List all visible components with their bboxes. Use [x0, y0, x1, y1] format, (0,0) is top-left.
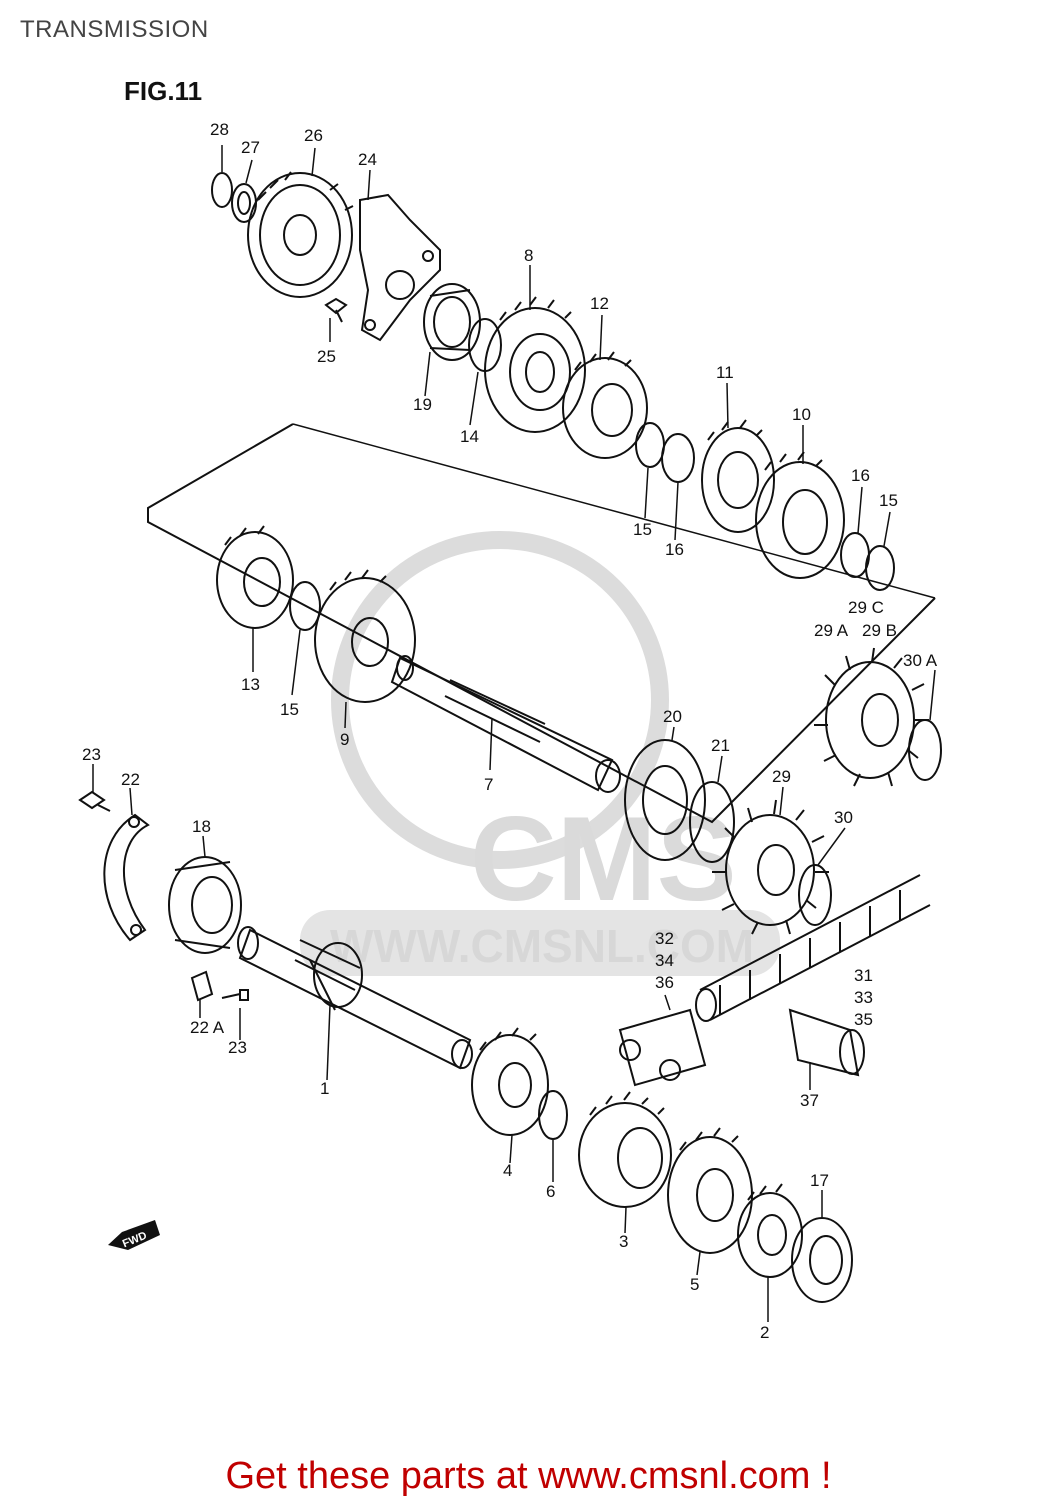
gear-11	[701, 419, 775, 533]
callout-29: 29	[772, 767, 791, 786]
sprocket-30a	[814, 647, 929, 787]
callout-14: 14	[460, 427, 479, 446]
callout-12: 12	[590, 294, 609, 313]
callout-24: 24	[358, 150, 377, 169]
callout-16-right: 16	[851, 466, 870, 485]
gear-10	[755, 451, 845, 579]
ring-16-upper	[661, 433, 695, 483]
callout-23-bottom: 23	[228, 1038, 247, 1057]
bearing-18	[168, 856, 242, 954]
gear-8	[484, 296, 586, 433]
callout-33: 33	[854, 988, 873, 1007]
callout-9: 9	[340, 730, 349, 749]
callout-21: 21	[711, 736, 730, 755]
callout-2: 2	[760, 1323, 769, 1342]
callout-4: 4	[503, 1161, 512, 1180]
gear-13	[216, 525, 294, 629]
callout-15-left: 15	[280, 700, 299, 719]
callout-6: 6	[546, 1182, 555, 1201]
callout-32: 32	[655, 929, 674, 948]
callout-29a: 29 A	[814, 621, 849, 640]
callout-11: 11	[716, 363, 734, 382]
gear-4	[471, 1027, 549, 1136]
figure-label: FIG.11	[124, 76, 203, 106]
callout-numbers: 28 27 26 24 25 19 14 8 12 11 10 16 15 15…	[82, 120, 938, 1342]
callout-13: 13	[241, 675, 260, 694]
bolt-23-bottom	[221, 989, 249, 1001]
callout-16-upper: 16	[665, 540, 684, 559]
bearing-19	[423, 283, 481, 361]
gear-2	[737, 1183, 803, 1278]
watermark-brand: CMS	[470, 792, 737, 926]
gear-12	[562, 351, 648, 459]
ring-15-left	[289, 581, 321, 631]
mainshaft-1	[237, 926, 473, 1070]
callout-8: 8	[524, 246, 533, 265]
callout-35: 35	[854, 1010, 873, 1029]
master-link	[618, 1008, 707, 1087]
callout-15-upper: 15	[633, 520, 652, 539]
bearing-20	[624, 739, 706, 861]
plate-24	[359, 193, 441, 342]
ring-15-upper	[635, 422, 665, 468]
watermark-url: WWW.CMSNL.COM	[330, 920, 754, 972]
collar-37	[788, 1008, 865, 1077]
plate-22a	[190, 970, 214, 1002]
callout-34: 34	[655, 951, 674, 970]
callout-18: 18	[192, 817, 211, 836]
ring-16-right	[840, 532, 870, 578]
bolt-23-top	[78, 790, 111, 812]
callout-23-top: 23	[82, 745, 101, 764]
callout-36: 36	[655, 973, 674, 992]
leader-lines	[92, 145, 936, 1322]
page-title: TRANSMISSION	[20, 16, 209, 43]
countershaft-7	[390, 655, 621, 793]
washer-21	[689, 781, 735, 863]
callout-25: 25	[317, 347, 336, 366]
callout-28: 28	[210, 120, 229, 139]
plate-22	[103, 813, 150, 942]
callout-17: 17	[810, 1171, 829, 1190]
forward-direction-icon: FWD	[108, 1220, 160, 1250]
callout-30a: 30 A	[903, 651, 938, 670]
drive-chain-31	[695, 874, 931, 1022]
callout-27: 27	[241, 138, 260, 157]
circlip-30	[798, 864, 832, 926]
gear-3	[578, 1091, 672, 1208]
callout-29b: 29 B	[862, 621, 897, 640]
callout-5: 5	[690, 1275, 699, 1294]
washer-27	[231, 183, 257, 223]
callout-1: 1	[320, 1079, 329, 1098]
shaft-outline-frame	[147, 423, 936, 824]
circlip-28	[211, 172, 233, 208]
circlip-6	[538, 1090, 568, 1140]
callout-37: 37	[800, 1091, 819, 1110]
gear-5	[667, 1127, 753, 1254]
gear-26	[247, 171, 354, 298]
callout-19: 19	[413, 395, 432, 414]
watermark: CMS WWW.CMSNL.COM	[300, 531, 780, 976]
footer-link-text[interactable]: Get these parts at www.cmsnl.com !	[225, 1455, 832, 1497]
callout-22: 22	[121, 770, 140, 789]
callout-20: 20	[663, 707, 682, 726]
callout-30: 30	[834, 808, 853, 827]
callout-7: 7	[484, 775, 493, 794]
bearing-17	[791, 1217, 853, 1303]
sprocket-29	[712, 799, 829, 935]
callout-15-right: 15	[879, 491, 898, 510]
callout-10: 10	[792, 405, 811, 424]
callout-3: 3	[619, 1232, 628, 1251]
callout-29c: 29 C	[848, 598, 884, 617]
ring-15-right	[865, 545, 895, 591]
gear-9	[314, 569, 416, 703]
circlip-30a	[908, 719, 942, 781]
bolt-25	[324, 297, 348, 323]
callout-31: 31	[854, 966, 873, 985]
callout-22a: 22 A	[190, 1018, 225, 1037]
callout-26: 26	[304, 126, 323, 145]
